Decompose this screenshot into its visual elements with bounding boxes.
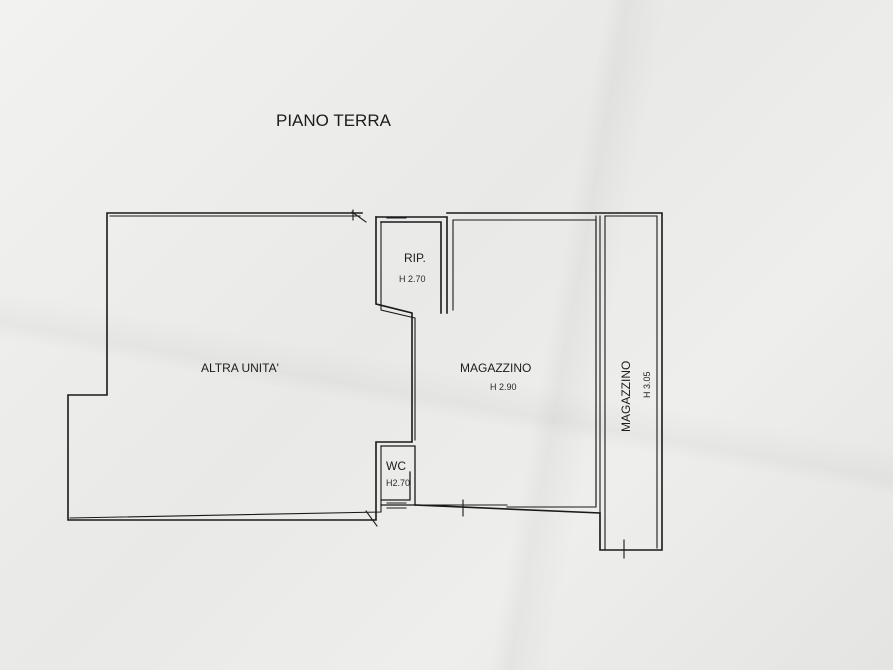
altra-unita-outer-wall	[67, 212, 413, 521]
side-storage-label-group: MAGAZZINO	[619, 361, 633, 432]
bottom-door-mark	[365, 510, 378, 527]
room-label-altra-unita: ALTRA UNITA'	[201, 361, 279, 375]
room-label-wc: WC	[386, 459, 406, 473]
altra-unita-inner-wall	[69, 215, 416, 519]
top-door-mark	[351, 211, 367, 223]
rip-room-wall	[375, 216, 448, 314]
room-height-rip: H 2.70	[399, 274, 426, 284]
partition-wall	[595, 215, 606, 551]
side-storage-inner	[604, 215, 658, 549]
plan-title: PIANO TERRA	[276, 111, 392, 130]
side-storage-height-group: H 3.05	[642, 371, 652, 398]
room-label-magazzino-side: MAGAZZINO	[619, 361, 633, 432]
wc-door-jamb	[386, 502, 407, 509]
room-label-magazzino: MAGAZZINO	[460, 361, 531, 375]
room-height-magazzino: H 2.90	[490, 382, 517, 392]
room-label-rip: RIP.	[404, 251, 426, 265]
rip-door-jamb	[386, 217, 407, 223]
magazzino-outer-wall	[414, 212, 663, 551]
tick-marks	[352, 209, 625, 559]
room-height-magazzino-side: H 3.05	[642, 371, 652, 398]
room-height-wc: H2.70	[386, 478, 410, 488]
wall-lines	[67, 209, 663, 559]
wc-wall	[380, 445, 416, 506]
